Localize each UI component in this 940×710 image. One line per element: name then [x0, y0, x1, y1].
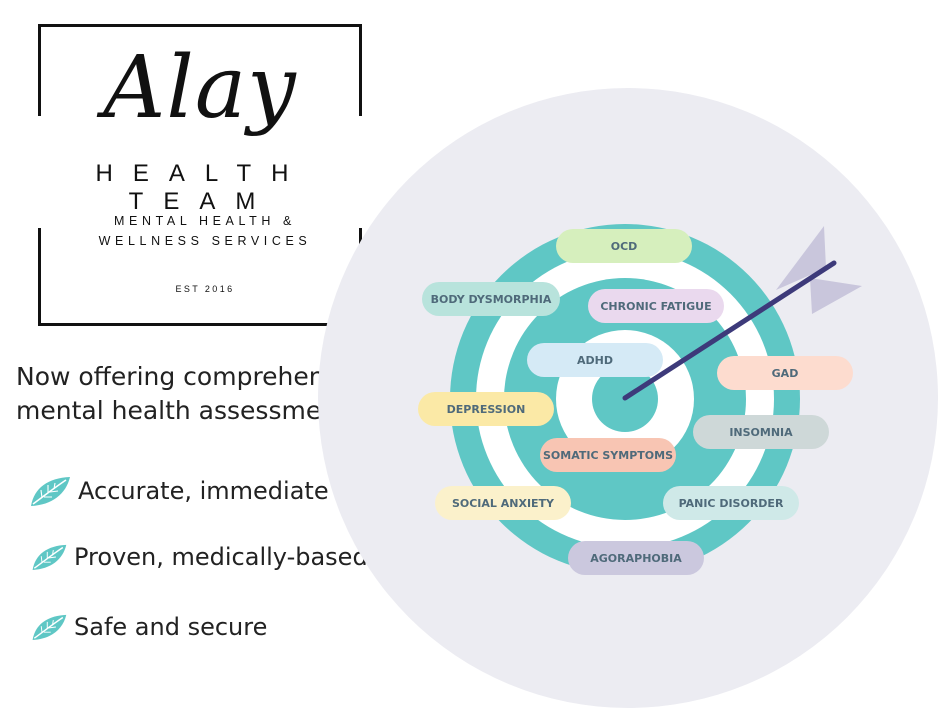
- arrow: [622, 226, 862, 401]
- logo-script-name: Alay: [103, 38, 297, 138]
- logo-subtitle: HEALTH TEAM: [95, 160, 309, 215]
- label-panic-disorder: PANIC DISORDER: [663, 486, 799, 520]
- label-adhd: ADHD: [527, 343, 663, 377]
- label-social-anxiety: SOCIAL ANXIETY: [435, 486, 571, 520]
- arrow-fletching-bottom: [810, 278, 862, 314]
- logo-frame-top: [38, 24, 362, 27]
- logo-frame-bottom: [38, 323, 362, 326]
- bullet-item: Proven, medically-based: [30, 542, 368, 572]
- logo: Alay HEALTH TEAM MENTAL HEALTH & WELLNES…: [0, 0, 400, 340]
- leaf-icon: [31, 477, 70, 506]
- label-chronic-fatigue: CHRONIC FATIGUE: [588, 289, 724, 323]
- label-ocd: OCD: [556, 229, 692, 263]
- label-agoraphobia: AGORAPHOBIA: [568, 541, 704, 575]
- label-depression: DEPRESSION: [418, 392, 554, 426]
- headline-line2: mental health assessment!: [16, 396, 357, 425]
- label-body-dysmorphia: BODY DYSMORPHIA: [422, 282, 560, 316]
- bullet-text: Safe and secure: [74, 613, 268, 641]
- logo-tagline-line1: MENTAL HEALTH &: [114, 214, 296, 228]
- headline-line1: Now offering comprehensive: [16, 362, 375, 391]
- logo-frame-left-lower: [38, 228, 41, 326]
- logo-tagline-line2: WELLNESS SERVICES: [98, 234, 312, 248]
- label-somatic-symptoms: SOMATIC SYMPTOMS: [540, 438, 676, 472]
- logo-established: EST 2016: [175, 284, 235, 294]
- label-gad: GAD: [717, 356, 853, 390]
- label-insomnia: INSOMNIA: [693, 415, 829, 449]
- arrow-fletching-top: [776, 226, 826, 290]
- logo-frame-right-upper: [359, 24, 362, 116]
- leaf-icon: [32, 614, 67, 640]
- leaf-icon: [32, 544, 67, 570]
- bullet-item: Safe and secure: [30, 612, 267, 642]
- headline: Now offering comprehensive mental health…: [16, 360, 375, 428]
- bullet-text: Proven, medically-based: [74, 543, 368, 571]
- arrow-shaft: [622, 260, 837, 401]
- logo-frame-left-upper: [38, 24, 41, 116]
